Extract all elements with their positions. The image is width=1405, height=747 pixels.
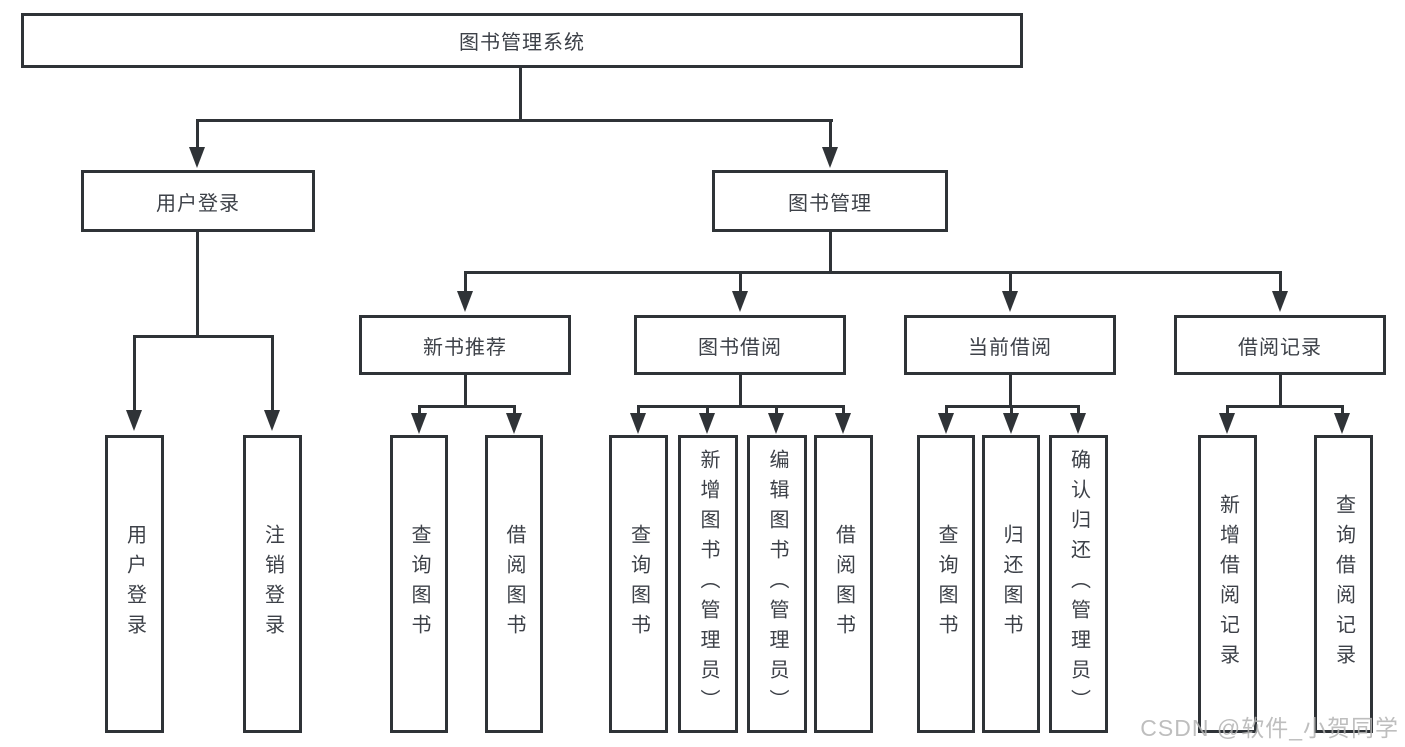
connector-login-stem — [196, 232, 199, 338]
connector-g4-leaf-stem — [1226, 405, 1229, 415]
arrow-down-icon — [732, 291, 748, 312]
arrow-down-icon — [126, 410, 142, 431]
leaf-label: 归还图书 — [1000, 524, 1022, 644]
arrow-down-icon — [189, 147, 205, 168]
leaf-label: 编辑图书（管理员） — [766, 449, 788, 719]
arrow-down-icon — [1070, 413, 1086, 434]
connector-g1-leaf-stem — [418, 405, 421, 415]
leaf-logout: 注销登录 — [243, 435, 302, 733]
leaf-query-borrow-record: 查询借阅记录 — [1314, 435, 1373, 733]
leaf-confirm-return-admin: 确认归还（管理员） — [1049, 435, 1108, 733]
connector-mgmt-stem — [829, 232, 832, 274]
connector-g2-stem — [739, 375, 742, 408]
node-root-label: 图书管理系统 — [459, 32, 585, 54]
group-new-books-label: 新书推荐 — [423, 336, 507, 359]
leaf-query-books-3: 查询图书 — [917, 435, 975, 733]
arrow-down-icon — [1219, 413, 1235, 434]
arrow-down-icon — [822, 147, 838, 168]
branch-user-login: 用户登录 — [81, 170, 315, 232]
connector-g3-leaf-stem — [1077, 405, 1080, 415]
group-current-borrow: 当前借阅 — [904, 315, 1116, 375]
leaf-edit-books-admin: 编辑图书（管理员） — [747, 435, 807, 733]
group-borrow-records-label: 借阅记录 — [1238, 336, 1322, 359]
connector-login-leaf1-stem — [133, 335, 136, 412]
connector-group1-stem — [464, 271, 467, 293]
arrow-down-icon — [699, 413, 715, 434]
leaf-label: 用户登录 — [123, 524, 146, 644]
connector-group3-stem — [1009, 271, 1012, 293]
connector-to-login-stem — [196, 119, 199, 149]
connector-g1-branch — [418, 405, 515, 408]
connector-g2-leaf-stem — [842, 405, 845, 415]
leaf-add-borrow-record: 新增借阅记录 — [1198, 435, 1257, 733]
group-book-borrow-label: 图书借阅 — [698, 336, 782, 359]
connector-g3-stem — [1009, 375, 1012, 408]
arrow-down-icon — [264, 410, 280, 431]
connector-mgmt-branch — [464, 271, 1282, 274]
connector-g4-branch — [1226, 405, 1344, 408]
leaf-label: 新增借阅记录 — [1216, 494, 1239, 674]
leaf-borrow-books-1: 借阅图书 — [485, 435, 543, 733]
group-borrow-records: 借阅记录 — [1174, 315, 1386, 375]
leaf-borrow-books-2: 借阅图书 — [814, 435, 873, 733]
connector-g4-stem — [1279, 375, 1282, 408]
arrow-down-icon — [1002, 291, 1018, 312]
connector-login-branch — [133, 335, 274, 338]
connector-root-stem — [519, 68, 522, 121]
arrow-down-icon — [411, 413, 427, 434]
leaf-label: 查询图书 — [627, 524, 650, 644]
leaf-label: 查询借阅记录 — [1332, 494, 1355, 674]
leaf-user-login: 用户登录 — [105, 435, 164, 733]
arrow-down-icon — [457, 291, 473, 312]
connector-g3-leaf-stem — [945, 405, 948, 415]
connector-g2-branch — [637, 405, 844, 408]
connector-g1-stem — [464, 375, 467, 408]
group-current-borrow-label: 当前借阅 — [968, 336, 1052, 359]
arrow-down-icon — [1334, 413, 1350, 434]
connector-g4-leaf-stem — [1341, 405, 1344, 415]
leaf-query-books-2: 查询图书 — [609, 435, 668, 733]
leaf-label: 借阅图书 — [503, 524, 525, 644]
group-new-books: 新书推荐 — [359, 315, 571, 375]
branch-book-mgmt: 图书管理 — [712, 170, 948, 232]
leaf-label: 注销登录 — [261, 524, 284, 644]
connector-login-leaf2-stem — [271, 335, 274, 412]
leaf-query-books-1: 查询图书 — [390, 435, 448, 733]
leaf-label: 确认归还（管理员） — [1067, 449, 1090, 719]
leaf-label: 新增图书（管理员） — [697, 449, 719, 719]
leaf-label: 查询图书 — [935, 524, 957, 644]
connector-root-branch — [196, 119, 833, 122]
arrow-down-icon — [768, 413, 784, 434]
node-root: 图书管理系统 — [21, 13, 1023, 68]
connector-g2-leaf-stem — [706, 405, 709, 415]
arrow-down-icon — [835, 413, 851, 434]
connector-group2-stem — [739, 271, 742, 293]
leaf-label: 借阅图书 — [832, 524, 855, 644]
arrow-down-icon — [630, 413, 646, 434]
connector-g1-leaf-stem — [513, 405, 516, 415]
arrow-down-icon — [1272, 291, 1288, 312]
connector-g3-leaf-stem — [1010, 405, 1013, 415]
connector-group4-stem — [1279, 271, 1282, 293]
connector-g2-leaf-stem — [637, 405, 640, 415]
connector-g2-leaf-stem — [775, 405, 778, 415]
arrow-down-icon — [506, 413, 522, 434]
leaf-add-books-admin: 新增图书（管理员） — [678, 435, 738, 733]
connector-to-mgmt-stem — [829, 119, 832, 149]
branch-book-mgmt-label: 图书管理 — [788, 192, 872, 215]
arrow-down-icon — [938, 413, 954, 434]
arrow-down-icon — [1003, 413, 1019, 434]
leaf-return-books: 归还图书 — [982, 435, 1040, 733]
group-book-borrow: 图书借阅 — [634, 315, 846, 375]
leaf-label: 查询图书 — [408, 524, 430, 644]
branch-user-login-label: 用户登录 — [156, 192, 240, 215]
csdn-watermark: CSDN @软件_小贺同学 — [1140, 715, 1399, 741]
